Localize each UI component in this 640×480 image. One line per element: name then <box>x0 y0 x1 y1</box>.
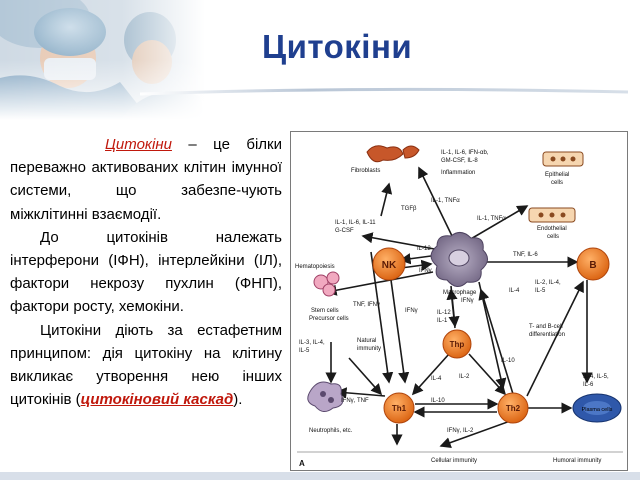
medical-staff-photo <box>0 0 205 120</box>
label-inflammation-cytokines: IL-1, IL-6, IFN-αb, <box>441 150 489 156</box>
th1-cell: Th1 <box>383 392 415 424</box>
label-neutrophils: Neutrophils, etc. <box>309 428 353 434</box>
label-inflammation-cytokines-2: GM-CSF, IL-8 <box>441 158 478 164</box>
title-underline <box>140 87 628 96</box>
label-il4-lower: IL-4 <box>431 376 442 382</box>
label-natural-immunity: Natural <box>357 338 376 344</box>
label-hematopoiesis: Hematopoiesis <box>295 264 335 270</box>
label-macrophage: Macrophage <box>443 290 477 296</box>
thp-label: Thp <box>450 340 465 349</box>
arrows <box>325 166 593 449</box>
label-endothelial: Endothelial <box>537 226 567 232</box>
label-il4-il5-il6: IL-4, IL-5, <box>583 374 609 380</box>
label-ifng-il2: IFNγ, IL-2 <box>447 428 474 434</box>
label-il6-right: IL-6 <box>583 382 594 388</box>
stem-cells <box>313 271 340 297</box>
label-il5-left: IL-5 <box>299 348 310 354</box>
definition-text: – це білки переважно активованих клітин … <box>10 136 282 223</box>
label-inflammation: Inflammation <box>441 170 475 176</box>
label-cellular-immunity: Cellular immunity <box>431 458 477 464</box>
label-il12-top: IL-12 <box>417 246 431 252</box>
cascade-end: ). <box>233 391 243 409</box>
fibroblasts-cell <box>366 145 420 163</box>
b-label: B <box>589 260 596 271</box>
label-il3-il4: IL-3, IL-4, <box>299 340 325 346</box>
label-gcsf: G-CSF <box>335 228 354 234</box>
plasma-cell: Plasma cells <box>572 393 622 423</box>
neutrophils-cell <box>307 381 344 412</box>
label-endothelial-2: cells <box>547 234 559 240</box>
label-tnf-il6: TNF, IL-6 <box>513 252 538 258</box>
label-il1-mid: IL-1 <box>437 318 448 324</box>
th1-label: Th1 <box>392 404 407 413</box>
label-panel-letter: A <box>299 459 305 468</box>
diagram-labels: Fibroblasts IL-1, IL-6, IFN-αb, GM-CSF, … <box>295 150 609 434</box>
th2-cell: Th2 <box>497 392 529 424</box>
label-ifng-tnf: IFNγ, TNF <box>341 398 369 404</box>
epithelial-cells <box>542 151 584 167</box>
label-stem-cells: Stem cells <box>311 308 339 314</box>
label-ifng-left: IFNγ <box>405 308 418 314</box>
body-text: Цитокіни – це білки переважно активовани… <box>10 133 282 411</box>
label-il1-tnfa-right: IL-1, TNFα <box>477 216 506 222</box>
label-il5: IL-5 <box>535 288 546 294</box>
cascade-text: Цитокіни діють за естафетним принципом: … <box>10 321 282 409</box>
thp-cell: Thp <box>442 329 472 359</box>
label-fibroblasts: Fibroblasts <box>351 168 380 174</box>
term-cytokine-cascade: цитокіновий каскад <box>80 391 234 409</box>
label-t-bcell: T- and B-cell <box>529 324 563 330</box>
label-epithelial: Epithelial <box>545 172 569 178</box>
th2-label: Th2 <box>506 404 521 413</box>
label-ifng-top: IFNγ <box>419 268 432 274</box>
term-cytokines: Цитокіни <box>105 136 172 153</box>
paragraph-cascade: Цитокіни діють за естафетним принципом: … <box>10 319 282 412</box>
label-tnf-ifng: TNF, IFNγ <box>353 302 380 308</box>
label-il10-lower: IL-10 <box>431 398 445 404</box>
macrophage-cell <box>430 232 488 287</box>
label-ifng-mac: IFNγ <box>461 298 474 304</box>
endothelial-cells <box>528 207 576 223</box>
label-il10-right: IL-10 <box>501 358 515 364</box>
label-il1-tnfa-top: IL-1, TNFα <box>431 198 460 204</box>
label-il1-il6-il11: IL-1, IL-6, IL-11 <box>335 220 376 226</box>
paragraph-definition: Цитокіни – це білки переважно активовани… <box>10 133 282 226</box>
label-precursor-cells: Precursor cells <box>309 316 349 322</box>
cytokine-network-diagram: NK B Thp Th1 Th2 Plasma cells <box>290 131 628 471</box>
b-cell: B <box>576 247 610 281</box>
label-il12-mid: IL-12 <box>437 310 451 316</box>
label-il2-il4-il5: IL-2, IL-4, <box>535 280 561 286</box>
label-natural-immunity-2: immunity <box>357 346 381 352</box>
nk-label: NK <box>382 260 397 271</box>
label-differentiation: differentiation <box>529 332 565 338</box>
plasma-label: Plasma cells <box>582 407 613 413</box>
bottom-band <box>0 472 640 480</box>
label-il4-mid: IL-4 <box>509 288 520 294</box>
slide-title: Цитокіни <box>262 28 413 65</box>
label-il2-lower: IL-2 <box>459 374 470 380</box>
label-tgfb: TGFβ <box>401 206 417 212</box>
paragraph-classes: До цитокінів належать інтерферони (ІФН),… <box>10 228 282 316</box>
label-humoral-immunity: Humoral immunity <box>553 458 601 464</box>
nk-cell: NK <box>372 247 406 281</box>
label-epithelial-2: cells <box>551 180 563 186</box>
